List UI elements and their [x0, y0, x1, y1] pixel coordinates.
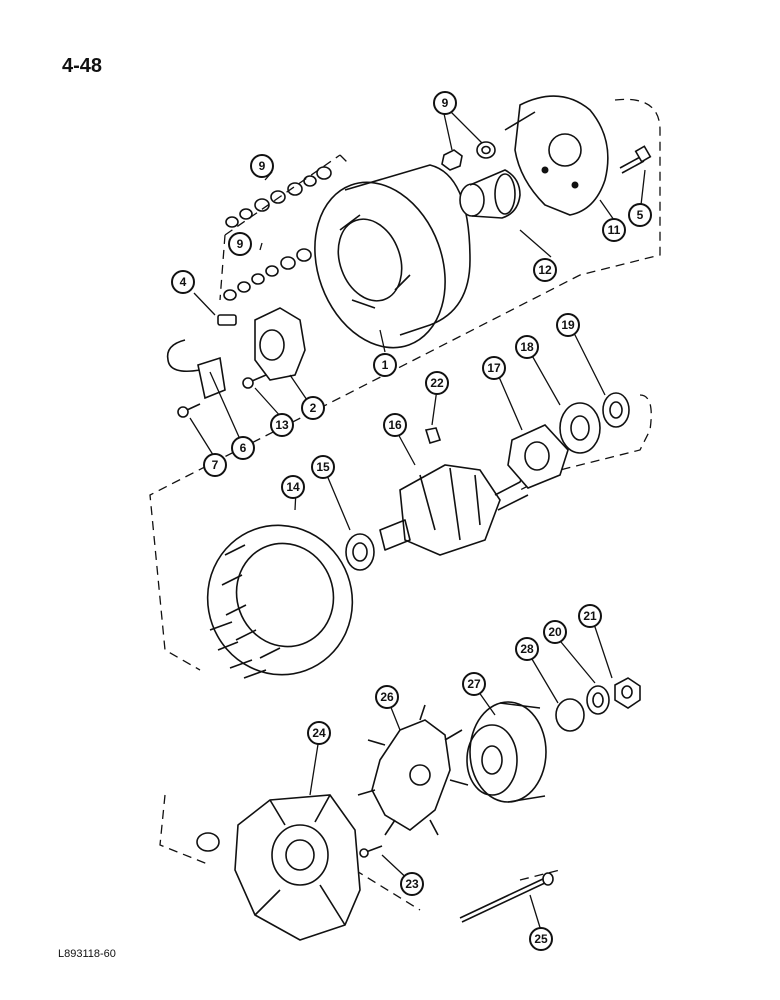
pulley-27: [466, 701, 547, 803]
spacer-28: [555, 698, 585, 732]
callout-9-upper-washers: 9: [250, 154, 274, 178]
figure-code: L893118-60: [58, 948, 116, 960]
svg-text:14: 14: [286, 480, 300, 494]
screw-13: [242, 374, 267, 389]
callout-26: 26: [375, 685, 399, 709]
callout-13: 13: [270, 413, 294, 437]
callout-24: 24: [307, 721, 331, 745]
screw-7: [177, 403, 201, 418]
callout-6: 6: [231, 436, 255, 460]
svg-text:5: 5: [637, 208, 644, 222]
bearing-18: [559, 402, 601, 454]
callout-4: 4: [171, 270, 195, 294]
callout-22: 22: [425, 371, 449, 395]
callout-19: 19: [556, 313, 580, 337]
regulator-assembly: [254, 307, 306, 381]
svg-text:23: 23: [405, 877, 419, 891]
key-22: [424, 427, 442, 444]
assembly-guide-lines: [149, 98, 661, 911]
seal-19: [602, 392, 630, 428]
nut-set-top: [441, 141, 496, 171]
washer-row-upper: [225, 166, 332, 228]
callout-1: 1: [373, 353, 397, 377]
page-number: 4-48: [62, 55, 103, 77]
svg-text:27: 27: [467, 677, 481, 691]
svg-text:17: 17: [487, 361, 501, 375]
svg-text:13: 13: [275, 418, 289, 432]
svg-text:1: 1: [382, 358, 389, 372]
callout-16: 16: [383, 413, 407, 437]
callout-18: 18: [515, 335, 539, 359]
svg-text:12: 12: [538, 263, 552, 277]
screw-5: [619, 145, 652, 174]
nut-21: [614, 677, 641, 709]
callout-7: 7: [203, 453, 227, 477]
callout-2: 2: [301, 396, 325, 420]
rectifier-plate: [504, 95, 609, 216]
callout-23: 23: [400, 872, 424, 896]
callout-15: 15: [311, 455, 335, 479]
svg-text:4: 4: [180, 275, 187, 289]
screw-23: [359, 845, 383, 858]
callout-9-top: 9: [433, 91, 457, 115]
rear-housing: [314, 164, 471, 349]
terminal-lead-6: [166, 339, 226, 400]
callout-11: 11: [602, 218, 626, 242]
svg-text:25: 25: [534, 932, 548, 946]
svg-text:28: 28: [520, 642, 534, 656]
washer-row-lower: [223, 248, 312, 301]
callout-28: 28: [515, 637, 539, 661]
callout-27: 27: [462, 672, 486, 696]
washer-20: [586, 685, 610, 715]
callout-25: 25: [529, 927, 553, 951]
callout-17: 17: [482, 356, 506, 380]
svg-text:6: 6: [240, 441, 247, 455]
svg-text:16: 16: [388, 418, 402, 432]
svg-text:24: 24: [312, 726, 326, 740]
bearing-15: [345, 533, 375, 571]
svg-text:9: 9: [442, 96, 449, 110]
fan-26: [357, 704, 469, 836]
svg-text:2: 2: [310, 401, 317, 415]
svg-text:19: 19: [561, 318, 575, 332]
drive-end-housing-24: [234, 794, 361, 941]
leader-lines: [189, 108, 646, 935]
callout-5: 5: [628, 203, 652, 227]
svg-text:26: 26: [380, 690, 394, 704]
svg-text:20: 20: [548, 625, 562, 639]
svg-text:22: 22: [430, 376, 444, 390]
stator: [206, 524, 354, 679]
svg-text:9: 9: [237, 237, 244, 251]
svg-text:15: 15: [316, 460, 330, 474]
callout-14: 14: [281, 475, 305, 499]
callout-20: 20: [543, 620, 567, 644]
svg-text:7: 7: [212, 458, 219, 472]
bushing: [196, 832, 220, 852]
svg-text:18: 18: [520, 340, 534, 354]
callout-9-lower-washers: 9: [228, 232, 252, 256]
brush-cover: [459, 169, 521, 219]
rotor: [379, 464, 529, 556]
retainer-plate-17: [507, 424, 569, 489]
callout-12: 12: [533, 258, 557, 282]
through-bolt-25: [459, 872, 554, 923]
callout-21: 21: [578, 604, 602, 628]
svg-text:11: 11: [608, 223, 621, 237]
svg-text:21: 21: [583, 609, 597, 623]
brush-4: [217, 314, 237, 326]
svg-text:9: 9: [259, 159, 266, 173]
